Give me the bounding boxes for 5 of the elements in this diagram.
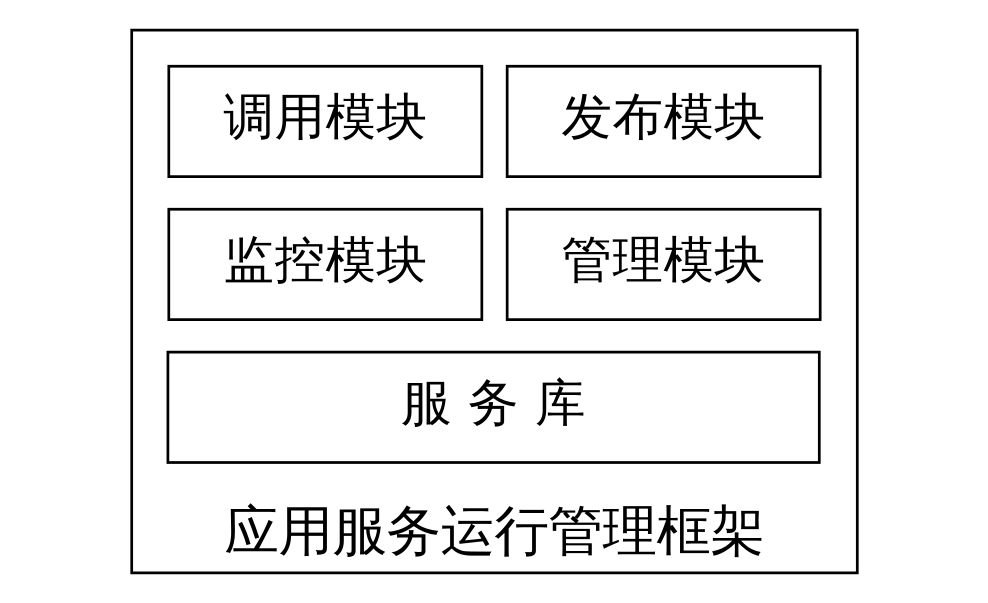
node-box: 监控模块 — [166, 208, 483, 321]
node-box: 发布模块 — [505, 64, 822, 178]
node-box: 管理模块 — [505, 208, 822, 321]
node-box: 服 务 库 — [166, 350, 820, 464]
node-box: 调用模块 — [166, 64, 483, 178]
